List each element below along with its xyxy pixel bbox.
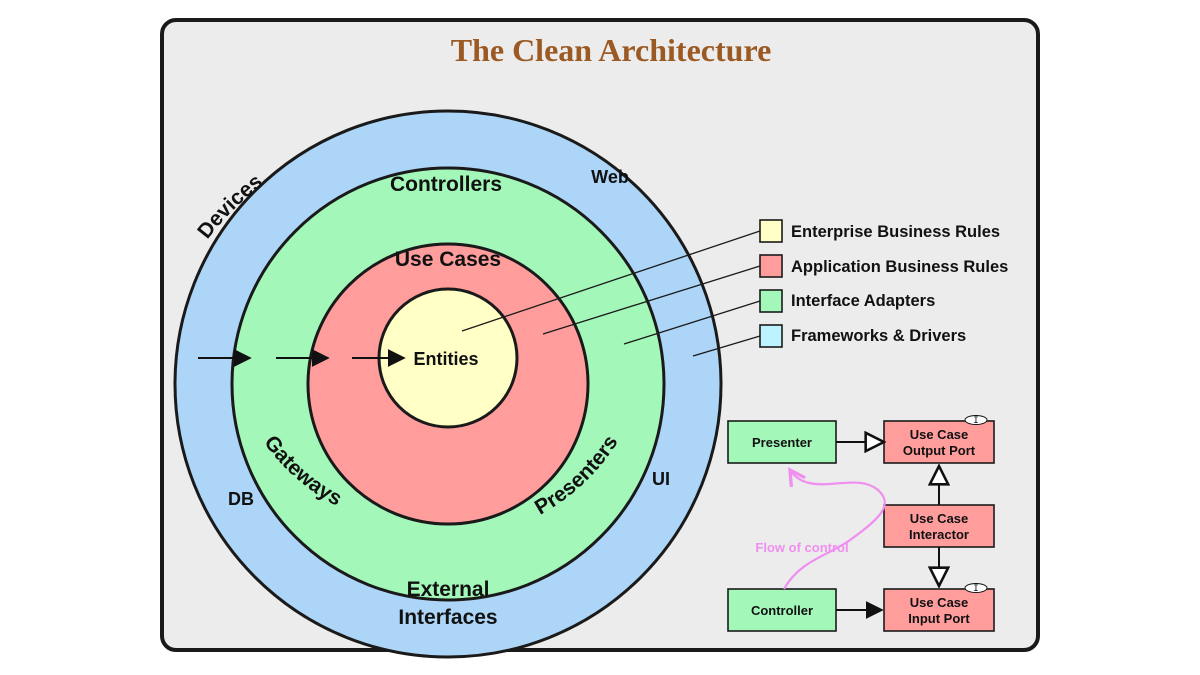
input-port-label-line2: Input Port [908, 611, 970, 626]
use-case-input-port-box [883, 588, 995, 632]
presenter-box [727, 420, 837, 464]
use-case-interactor-box [883, 504, 995, 548]
legend: Enterprise Business Rules Application Bu… [759, 219, 1008, 348]
legend-swatch-frameworks [759, 324, 783, 348]
input-port-interface-letter: I [973, 584, 978, 594]
legend-label-application: Application Business Rules [791, 258, 1008, 276]
controller-box-label: Controller [751, 603, 813, 618]
legend-swatch-application [759, 254, 783, 278]
diagram-title: The Clean Architecture [451, 32, 772, 68]
flow-of-control-diagram: Presenter Use Case Output Port I Use Cas… [727, 415, 995, 632]
db-label: DB [228, 489, 254, 509]
interactor-label-line2: Interactor [909, 527, 969, 542]
leader-line-application [542, 265, 761, 335]
output-port-label-line2: Output Port [903, 443, 976, 458]
output-port-label-line1: Use Case [910, 427, 969, 442]
leader-line-frameworks [692, 335, 761, 357]
flow-of-control-label: Flow of control [755, 540, 848, 555]
output-port-interface-letter: I [973, 416, 978, 426]
presenter-box-label: Presenter [752, 435, 812, 450]
input-port-label-line1: Use Case [910, 595, 969, 610]
input-port-interface-marker [964, 583, 988, 593]
use-cases-label: Use Cases [395, 248, 501, 271]
external-interfaces-label-line2: Interfaces [398, 606, 497, 629]
web-label: Web [591, 167, 629, 187]
ui-label: UI [652, 469, 670, 489]
legend-swatch-adapters [759, 289, 783, 313]
external-interfaces-label-line1: External [407, 578, 490, 601]
flow-of-control-curve [783, 470, 886, 590]
controllers-label: Controllers [390, 173, 502, 196]
leader-line-adapters [623, 300, 761, 345]
legend-swatch-enterprise [759, 219, 783, 243]
entities-label: Entities [413, 349, 478, 369]
legend-label-adapters: Interface Adapters [791, 292, 935, 310]
interactor-label-line1: Use Case [910, 511, 969, 526]
use-case-output-port-box [883, 420, 995, 464]
legend-label-frameworks: Frameworks & Drivers [791, 327, 966, 345]
leader-line-enterprise [461, 230, 761, 332]
output-port-interface-marker [964, 415, 988, 425]
legend-label-enterprise: Enterprise Business Rules [791, 223, 1000, 241]
